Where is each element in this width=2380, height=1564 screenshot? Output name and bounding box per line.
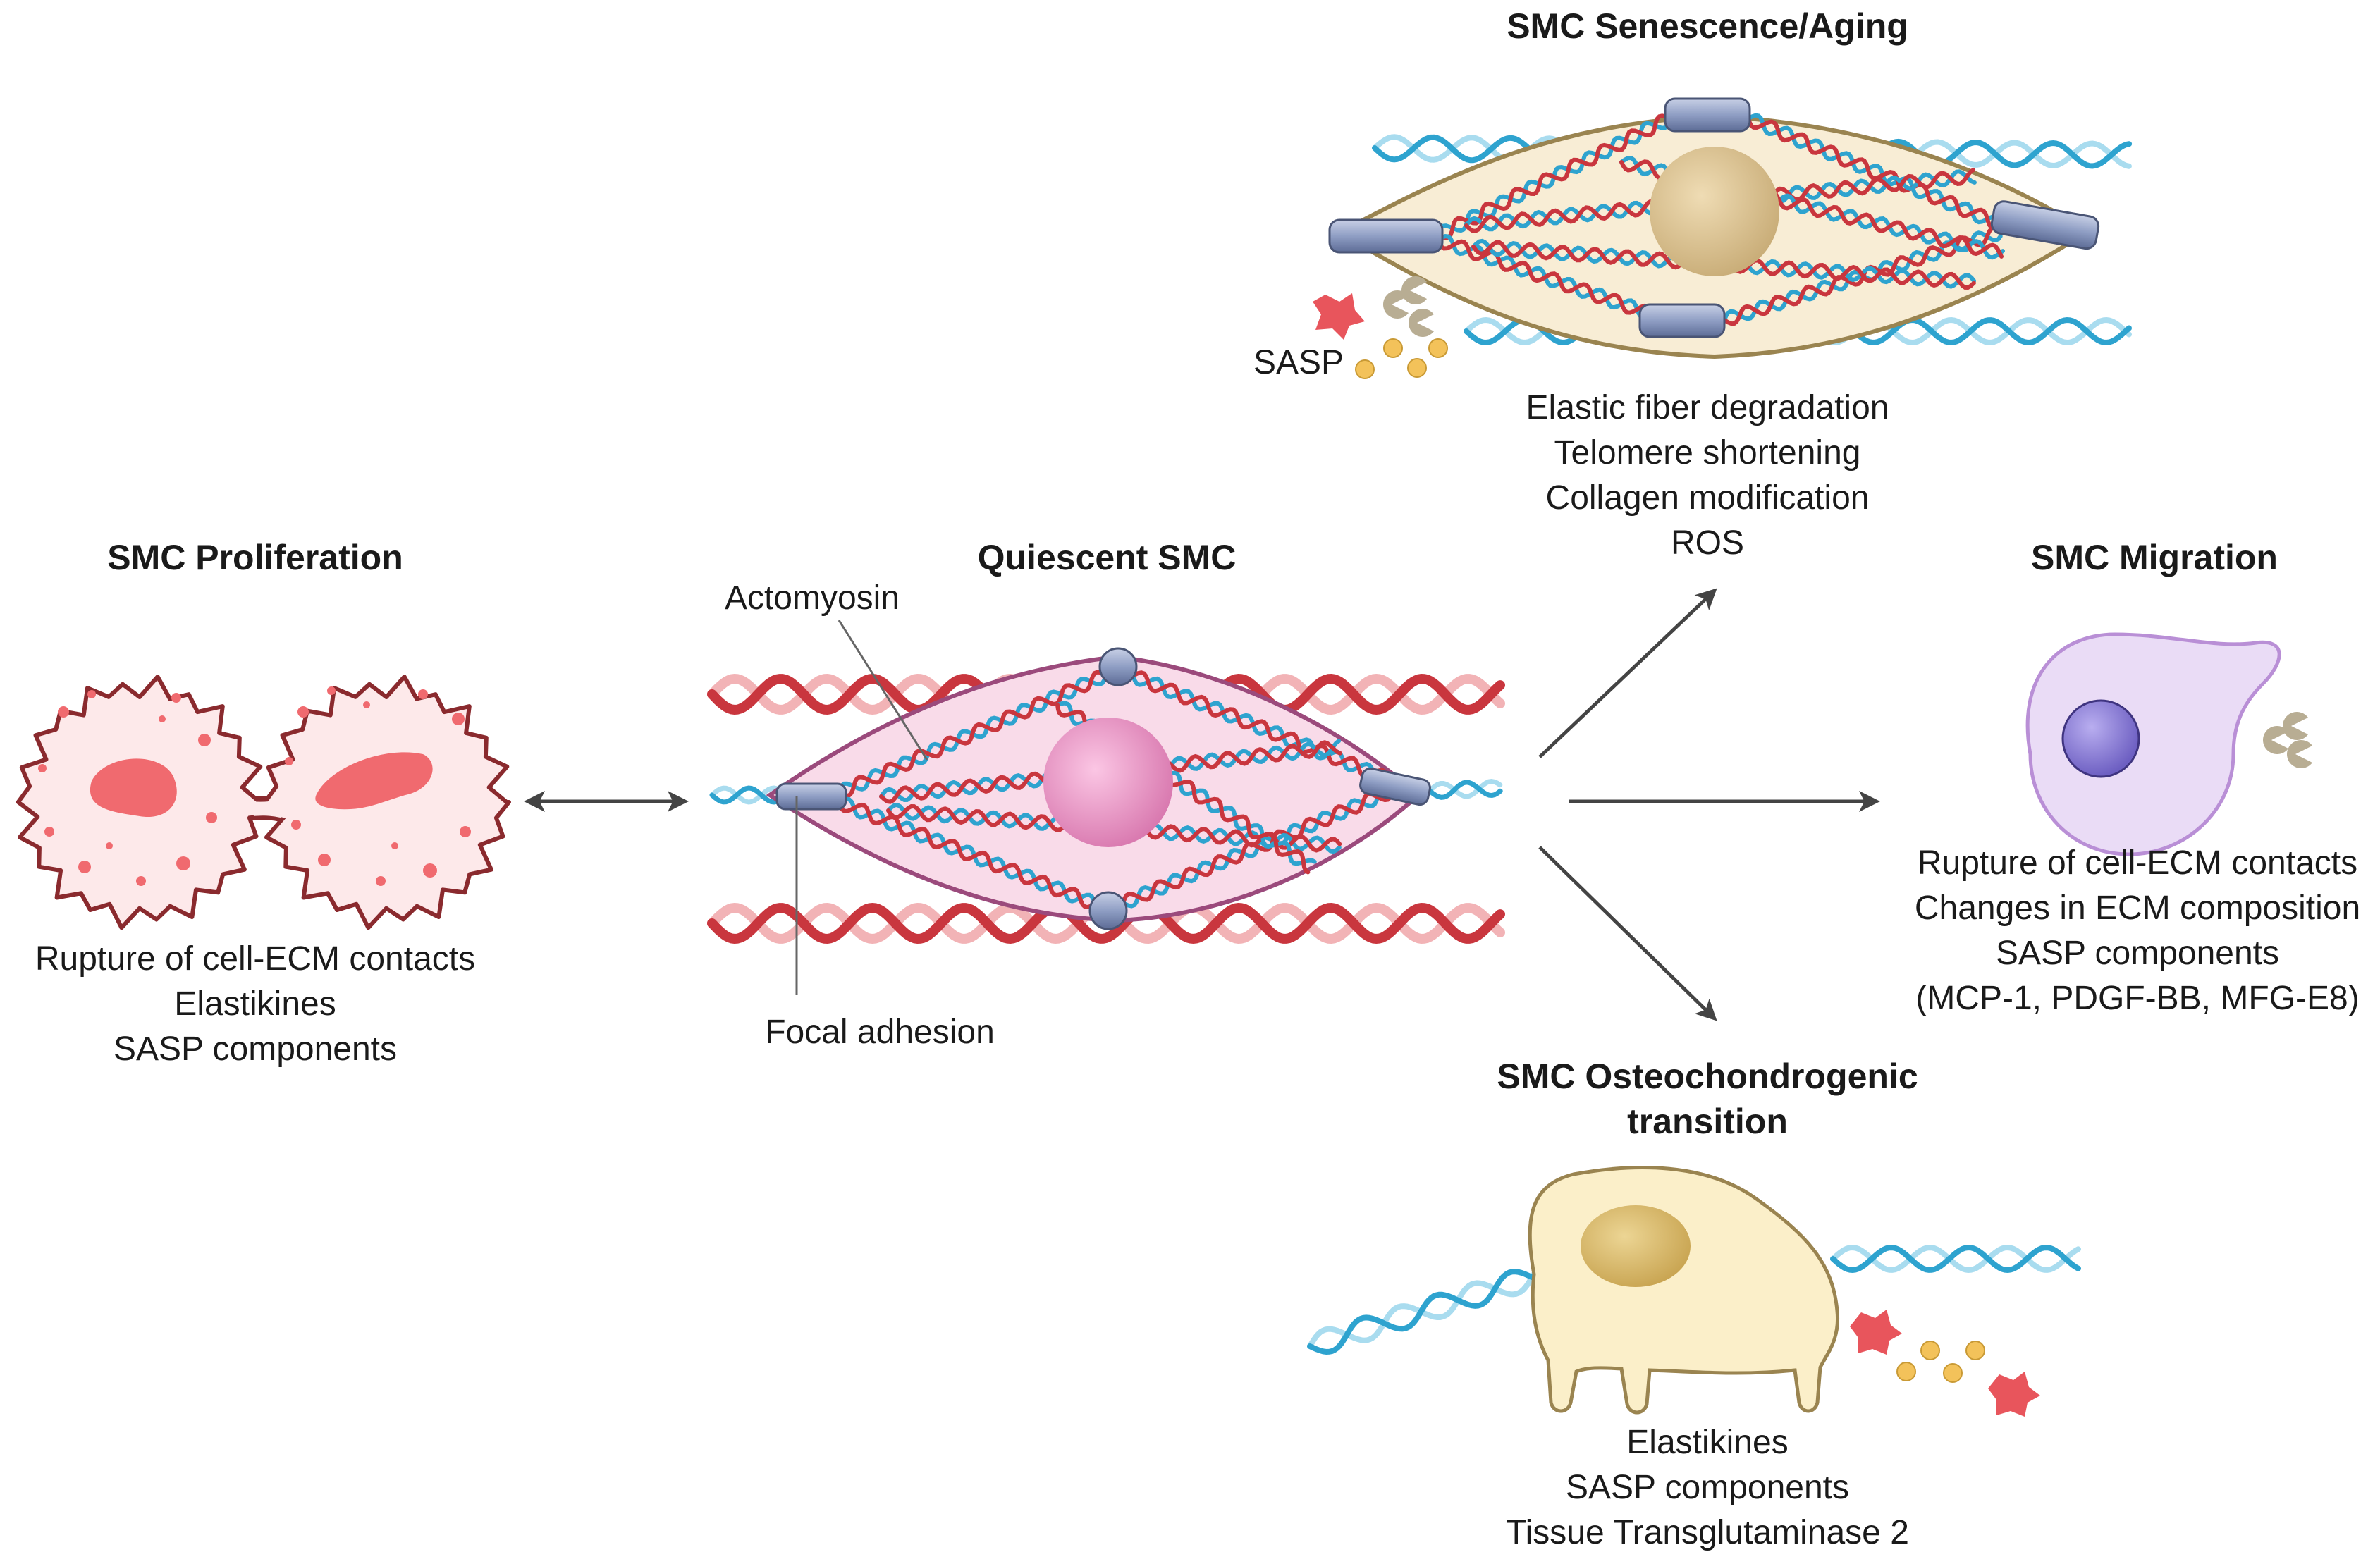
migration-line: Rupture of cell-ECM contacts [1918,844,2357,882]
senescence-nucleus [1650,147,1779,276]
actomyosin-leader-line [838,620,928,761]
osteo-sasp-molecules [1850,1310,2040,1417]
osteo-line: SASP components [1566,1469,1849,1506]
focal-adhesion-label: Focal adhesion [765,1014,995,1051]
senescence-panel: SMC Senescence/Aging SASP Elastic fiber … [1253,6,2133,562]
senescence-line: Elastic fiber degradation [1526,389,1889,426]
senescence-line: Telomere shortening [1554,434,1861,472]
osteo-title: SMC Osteochondrogenic [1497,1057,1918,1096]
elastin-fiber-left [1307,1268,1541,1355]
migration-panel: SMC Migration Rupture of cell-ECM contac… [1915,538,2360,1017]
proliferation-line: Elastikines [174,985,336,1023]
osteo-cell-body [1528,1166,1840,1415]
osteo-panel: SMC Osteochondrogenic transition Elastik… [1307,1057,2081,1551]
senescence-line: Collagen modification [1546,479,1870,517]
elastin-fiber-left [709,785,780,805]
osteo-title: transition [1627,1102,1788,1141]
arrow-to-osteo [1538,846,1717,1021]
sasp-star-icon [1313,293,1365,340]
migration-line: (MCP-1, PDGF-BB, MFG-E8) [1915,980,2359,1017]
quiescent-nucleus [1043,718,1173,847]
actomyosin-label: Actomyosin [725,579,900,617]
sasp-pacman-icons [1383,276,1434,338]
sasp-dot-icons [1896,1341,1985,1383]
arrow-to-senescence [1538,588,1717,758]
focal-adhesion-cylinders [775,647,1431,930]
osteo-nucleus [1581,1205,1691,1287]
proliferation-nucleus-left [90,758,177,818]
senescence-line: ROS [1671,524,1744,562]
migration-line: Changes in ECM composition [1915,889,2360,927]
migration-cell-body [2025,632,2281,856]
senescence-adhesion-cylinders [1328,97,2100,338]
quiescent-title: Quiescent SMC [978,538,1237,577]
proliferation-nucleus-right [315,752,433,810]
sasp-dot-icons [1355,338,1448,379]
sasp-star-icon [1988,1372,2040,1417]
elastin-fiber-right [1830,1244,2081,1274]
migration-line: SASP components [1996,935,2279,972]
senescence-title: SMC Senescence/Aging [1507,6,1908,46]
proliferation-line: SASP components [114,1030,397,1068]
osteo-line: Elastikines [1626,1424,1788,1461]
proliferation-title: SMC Proliferation [107,538,403,577]
quiescent-panel: Quiescent SMC Actomyosin Focal adhesion [707,538,1505,1051]
sasp-label: SASP [1253,344,1344,381]
migration-nucleus [2061,699,2140,778]
sasp-star-icon [1850,1310,1902,1355]
elastin-fiber-right [1427,778,1503,800]
migration-title: SMC Migration [2031,538,2278,577]
osteo-line: Tissue Transglutaminase 2 [1506,1514,1909,1551]
migration-pacman-icons [2263,712,2312,768]
arrows [524,588,1880,1021]
proliferation-line: Rupture of cell-ECM contacts [35,940,475,978]
sasp-molecules [1313,276,1448,379]
dividing-cell-icon [16,675,511,930]
proliferation-panel: SMC Proliferation Rupture of cell-ECM co… [16,538,511,1068]
